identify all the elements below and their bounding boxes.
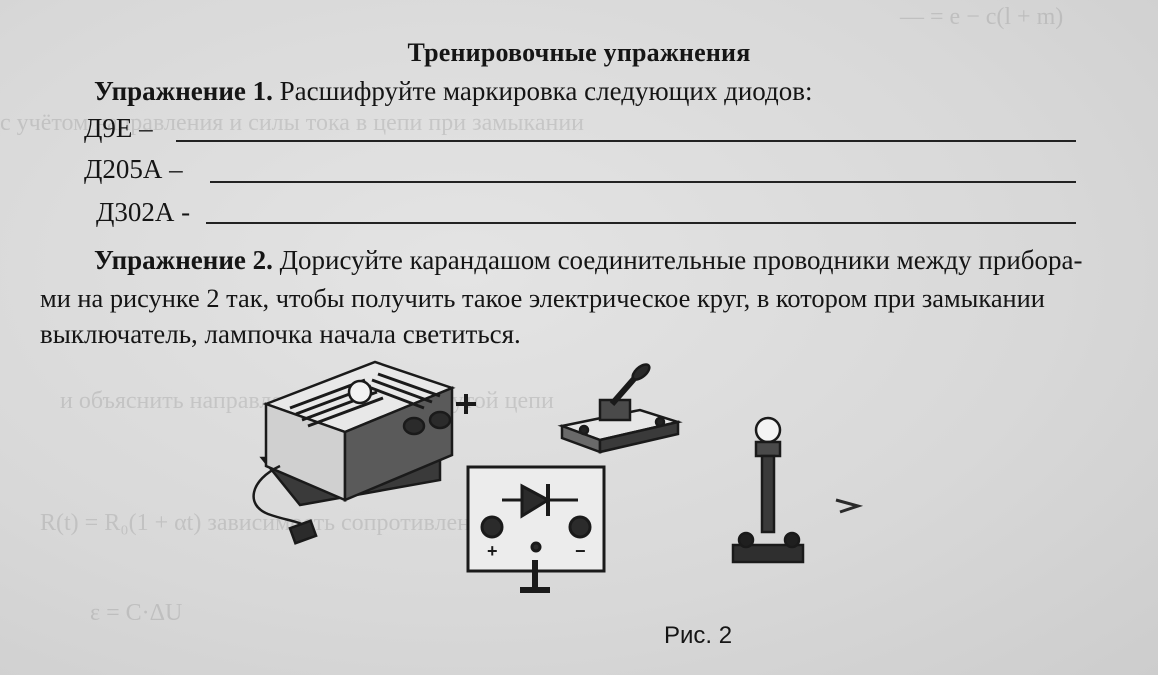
bleed-through-text: с учётом направления и силы тока в цепи …	[0, 110, 585, 136]
exercise-1-text: Расшифруйте маркировка следующих диодов:	[279, 76, 813, 106]
diode-item: Д302А -	[96, 197, 191, 227]
diode-panel-icon	[466, 465, 606, 593]
exercise-1-heading: Упражнение 1. Расшифруйте маркировка сле…	[94, 76, 813, 107]
exercise-2-line-2: ми на рисунке 2 так, чтобы получить тако…	[40, 283, 1045, 313]
figure-caption: Рис. 2	[664, 622, 733, 649]
lamp-icon	[731, 416, 805, 564]
page-title: Тренировочные упражнения	[407, 38, 751, 67]
power-plus-label: +	[452, 378, 468, 410]
panel-minus-label: −	[575, 541, 586, 561]
switch-icon	[557, 363, 683, 454]
stray-mark	[835, 498, 864, 514]
diode-item: Д205А –	[84, 154, 183, 184]
exercise-2-line-3: выключатель, лампочка начала светиться.	[40, 319, 521, 349]
exercise-2-label: Упражнение 2.	[94, 245, 273, 275]
power-supply-icon	[252, 360, 476, 545]
answer-line[interactable]	[176, 140, 1076, 142]
bleed-through-text: ε = C·ΔU	[90, 600, 183, 626]
exercise-2-text: Дорисуйте карандашом соединительные пров…	[279, 245, 1083, 275]
bleed-through-text: — = e − c(l + m)	[900, 4, 1064, 30]
panel-plus-label: +	[487, 541, 498, 561]
exercise-1-label: Упражнение 1.	[94, 76, 273, 106]
answer-line[interactable]	[210, 181, 1076, 183]
exercise-2-line-1: Упражнение 2. Дорисуйте карандашом соеди…	[94, 242, 1083, 278]
diode-item: Д9Е –	[84, 113, 153, 143]
answer-line[interactable]	[206, 222, 1076, 224]
